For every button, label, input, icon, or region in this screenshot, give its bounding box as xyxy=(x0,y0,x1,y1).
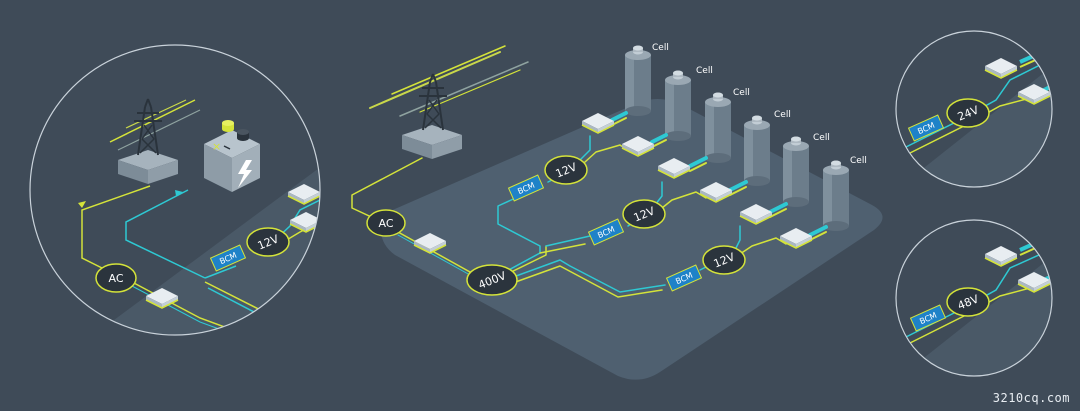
watermark: 3210cq.com xyxy=(992,391,1070,405)
right-zoom-24v: BCM 24V xyxy=(895,30,1053,188)
v12-node: 12V xyxy=(702,245,746,275)
right-zoom-48v: BCM 48V xyxy=(895,219,1053,377)
svg-text:×: × xyxy=(212,140,221,153)
bcm-block: BCM xyxy=(209,244,247,272)
ac-node: AC xyxy=(366,209,406,237)
v48-node xyxy=(946,287,990,317)
cell-label: Cell xyxy=(774,110,791,120)
bcm-block: BCM xyxy=(587,218,625,246)
v12-node: 12V xyxy=(622,199,666,229)
cell-2 xyxy=(665,70,691,141)
left-zoom-view: × AC BCM xyxy=(29,44,321,336)
ac-label: AC xyxy=(378,217,393,230)
bcm-block: BCM xyxy=(907,114,945,142)
cell-label: Cell xyxy=(733,88,750,98)
v12-node: 12V xyxy=(544,155,588,185)
ac-node xyxy=(95,263,137,293)
v24-node xyxy=(946,98,990,128)
v400-node: 400V xyxy=(466,264,518,296)
cell-4 xyxy=(744,115,770,186)
cell-label: Cell xyxy=(850,156,867,166)
cell-6 xyxy=(823,160,849,231)
battery-icon: × xyxy=(204,120,260,192)
bcm-block: BCM xyxy=(507,174,545,202)
bcm-block: BCM xyxy=(665,264,703,292)
bcm-block: BCM xyxy=(909,304,947,332)
cell-5 xyxy=(783,136,809,207)
cell-links xyxy=(610,111,828,241)
cell-labels: Cell Cell Cell Cell Cell Cell xyxy=(652,43,867,166)
v12-node xyxy=(246,227,290,257)
ac-label: AC xyxy=(108,272,123,285)
cell-label: Cell xyxy=(696,66,713,76)
cell-label: Cell xyxy=(652,43,669,53)
cell-3 xyxy=(705,92,731,163)
cell-label: Cell xyxy=(813,133,830,143)
lightning-icon xyxy=(238,160,252,188)
transmission-lines xyxy=(369,45,529,117)
grid-substation xyxy=(402,125,462,159)
cell-1 xyxy=(625,45,651,116)
